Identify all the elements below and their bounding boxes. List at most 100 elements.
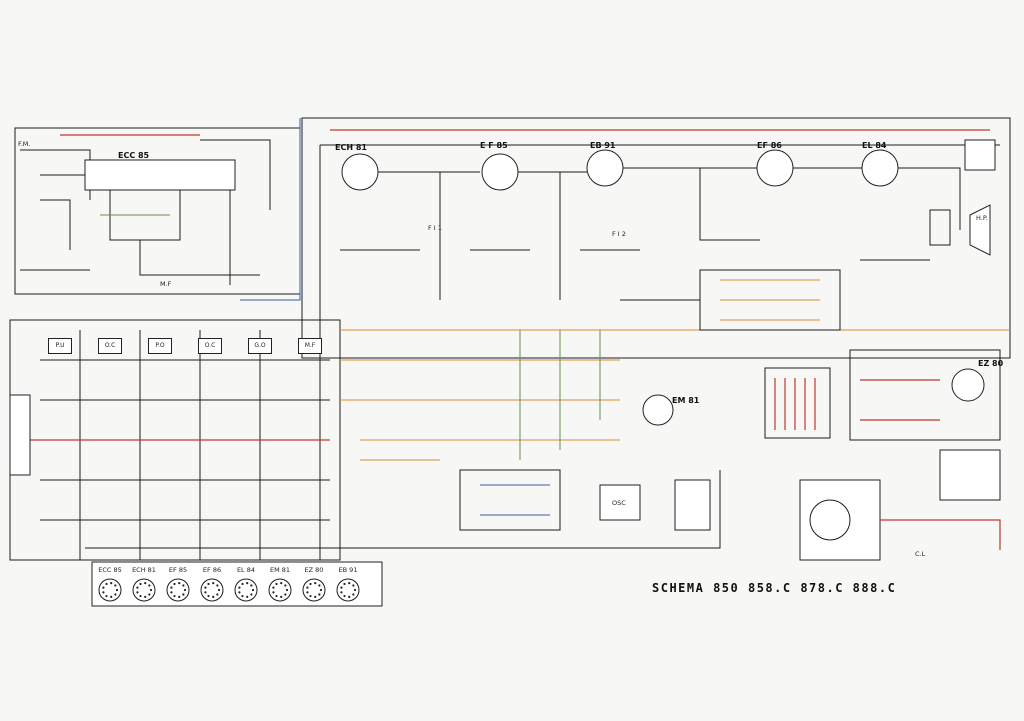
socket-pin <box>178 595 181 598</box>
ez80-envelope <box>951 368 985 402</box>
socket-pin <box>272 591 275 594</box>
range-switch-contacts <box>774 378 816 430</box>
socket-pin <box>250 584 253 587</box>
socket-label: EF 85 <box>169 566 187 574</box>
socket-pin <box>284 584 287 587</box>
socket-pin <box>250 593 253 596</box>
tube-label-eb91: EB 91 <box>590 141 616 150</box>
socket-pin <box>241 582 244 586</box>
socket-pin <box>280 582 283 585</box>
socket-pin <box>319 588 323 592</box>
socket-pin <box>144 595 147 598</box>
band-button-label: M.F <box>304 342 316 349</box>
socket-label: EM 81 <box>270 566 290 574</box>
fm-tuner-frame <box>14 127 301 295</box>
output-transformer <box>929 209 951 246</box>
socket-pin <box>309 582 312 586</box>
psu-frame <box>849 349 1001 441</box>
signal-path <box>319 144 1000 330</box>
tube-label-ech81: ECH 81 <box>335 143 367 152</box>
socket-label: ECC 85 <box>98 566 122 574</box>
socket-pin <box>148 593 151 596</box>
socket-pin <box>343 594 346 598</box>
tube-label-em81: EM 81 <box>672 396 700 405</box>
band-button-label: O.C <box>204 342 216 349</box>
socket-pin <box>173 594 176 598</box>
socket-pin <box>149 588 153 592</box>
band-button-3[interactable]: O.C <box>198 338 222 354</box>
fi2-label: F I 2 <box>612 230 626 238</box>
socket-label: EB 91 <box>339 566 358 574</box>
fi1-label: F I 1 <box>428 224 442 232</box>
socket-pin <box>306 586 309 589</box>
socket-pin <box>183 588 187 592</box>
socket-pin <box>353 588 357 592</box>
ef85-envelope <box>481 153 519 191</box>
socket-pin <box>110 595 113 598</box>
band-button-0[interactable]: P.U <box>48 338 72 354</box>
socket-pin <box>139 582 142 586</box>
el84-envelope <box>861 149 899 187</box>
socket-pin <box>238 586 241 589</box>
socket-pin <box>136 586 139 589</box>
socket-pin <box>173 582 176 586</box>
mf-label: M.F <box>160 280 172 288</box>
band-button-2[interactable]: P.O <box>148 338 172 354</box>
speaker-icon <box>969 204 991 256</box>
socket-label: EF 86 <box>203 566 221 574</box>
motor-icon <box>809 499 851 541</box>
band-button-label: O.C <box>104 342 116 349</box>
socket-diagram <box>166 578 190 602</box>
mains-transformer <box>939 449 1001 501</box>
socket-pin <box>348 582 351 585</box>
range-switch-diagram <box>764 367 831 439</box>
socket-pin <box>204 591 207 594</box>
socket-pin <box>272 586 275 589</box>
bias-wires <box>340 249 930 301</box>
tone-network <box>699 269 841 331</box>
socket-diagram <box>336 578 360 602</box>
fm-osc-wires <box>109 139 271 285</box>
switch-cols <box>79 330 321 560</box>
band-button-label: G.O <box>254 342 266 349</box>
bottom-bus <box>85 470 721 549</box>
socket-pin <box>139 594 142 598</box>
socket-pin <box>314 595 317 598</box>
fm-antenna-label: F.M. <box>18 140 30 148</box>
band-button-4[interactable]: G.O <box>248 338 272 354</box>
av-wires <box>340 359 620 461</box>
mains-wire <box>880 519 1001 550</box>
band-button-label: P.O <box>155 342 165 349</box>
socket-pin <box>246 595 249 598</box>
tube-label-ef86: EF 86 <box>757 141 782 150</box>
socket-pin <box>212 595 215 598</box>
socket-pin <box>105 582 108 586</box>
band-button-5[interactable]: M.F <box>298 338 322 354</box>
tube-label-ef85: E F 85 <box>480 141 508 150</box>
osc-label: OSC <box>612 499 626 507</box>
socket-pin <box>340 586 343 589</box>
socket-pin <box>102 591 105 594</box>
band-button-1[interactable]: O.C <box>98 338 122 354</box>
socket-diagram <box>200 578 224 602</box>
socket-pin <box>241 594 244 598</box>
socket-pin <box>170 591 173 594</box>
socket-pin <box>110 582 113 585</box>
socket-pin <box>212 582 215 585</box>
eb91-envelope <box>586 149 624 187</box>
socket-diagram <box>302 578 326 602</box>
ef86-envelope <box>756 149 794 187</box>
tone-wires <box>720 279 820 321</box>
socket-label: EZ 80 <box>305 566 324 574</box>
tube-label-ez80: EZ 80 <box>978 359 1004 368</box>
cl-label: C.L <box>915 550 926 558</box>
socket-pin <box>170 586 173 589</box>
band-button-label: P.U <box>55 342 65 349</box>
socket-pin <box>309 594 312 598</box>
lw-coil-block <box>459 469 561 531</box>
pickup-socket <box>674 479 711 531</box>
socket-pin <box>216 584 219 587</box>
socket-pin <box>352 593 355 596</box>
socket-pin <box>306 591 309 594</box>
